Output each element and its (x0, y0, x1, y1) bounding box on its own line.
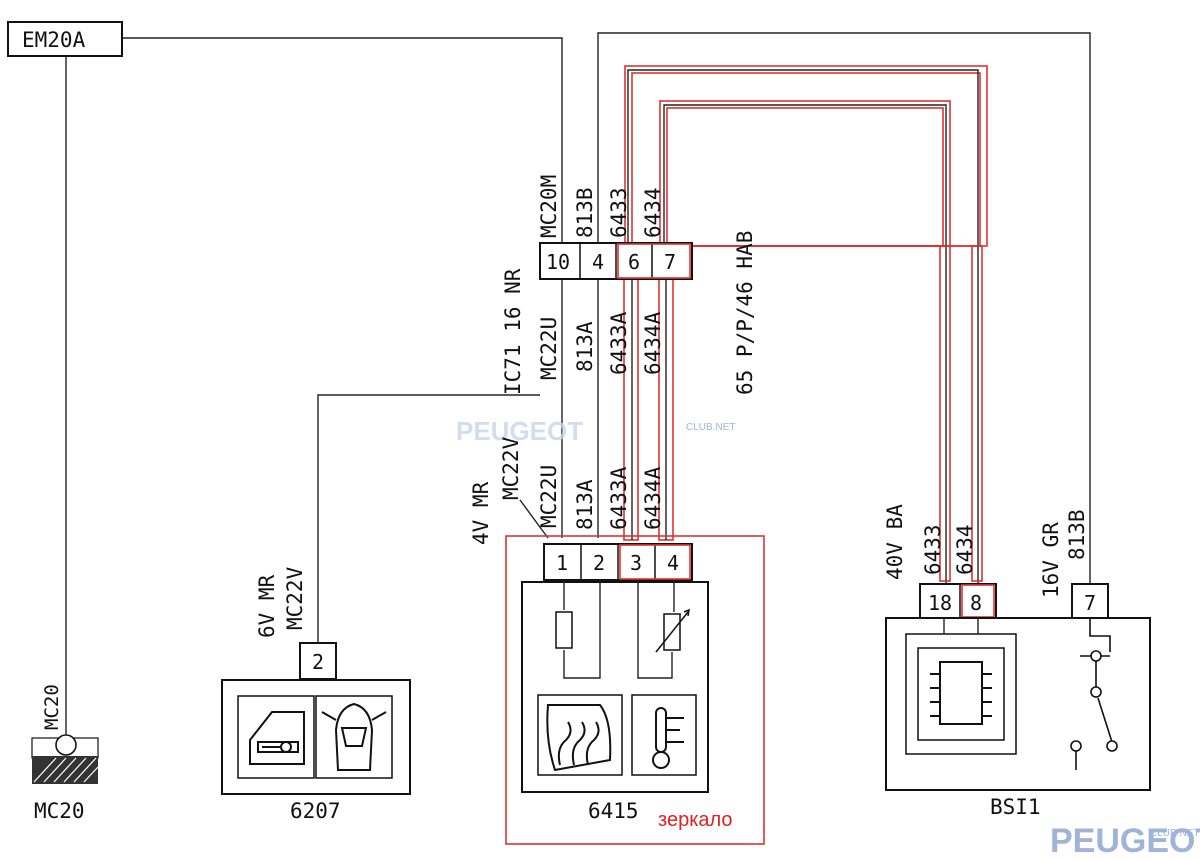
em20a-label: EM20A (22, 28, 86, 52)
label-mc20m: MC20M (537, 175, 561, 238)
ic71-pin-6: 6 (628, 250, 640, 274)
pin-6415-3: 3 (630, 551, 642, 575)
ground-label: MC20 (34, 799, 85, 823)
watermark-center: PEUGEOT CLUB.NET (456, 416, 735, 446)
switch-icon (1070, 618, 1118, 770)
label-813a-mid: 813A (573, 321, 597, 372)
label-16v-gr: 16V GR (1039, 522, 1063, 598)
watermark-corner: PEUGEOT CLUB.NET (1050, 822, 1200, 860)
pin-6415-1: 1 (556, 551, 568, 575)
chip-icon (930, 661, 992, 725)
pin-bsi-18: 18 (928, 591, 952, 615)
module-6415: 4V MR MC22V MC22U 813A 6433A 6434A 1 2 3… (469, 436, 765, 845)
label-40v-ba: 40V BA (883, 504, 907, 580)
wire-mc22v (317, 394, 540, 643)
ground-mc20: MC20 MC20 (31, 684, 99, 823)
module-6207: 6V MR MC22V 2 6207 (221, 566, 411, 823)
ic71-pin-7: 7 (664, 250, 676, 274)
module-bsi1-name: BSI1 (990, 795, 1041, 819)
red-bundle (623, 65, 988, 585)
pin-6415-2: 2 (593, 551, 605, 575)
watermark-center-text: PEUGEOT (456, 416, 583, 446)
pin-6207-2: 2 (312, 650, 324, 674)
label-6434: 6434 (641, 187, 665, 238)
label-4v-mr: 4V MR (469, 481, 493, 545)
label-6434a-6415: 6434A (641, 466, 665, 530)
wire-mc22v-diag (519, 499, 549, 539)
label-6433a-6415: 6433A (607, 466, 631, 530)
watermark-corner-text: PEUGEOT (1050, 822, 1200, 860)
label-6434-bsi: 6434 (953, 524, 977, 575)
label-813a-6415: 813A (573, 479, 597, 530)
label-mc22u-mid: MC22U (537, 317, 561, 380)
label-65pp: 65 P/P/46 HAB (733, 231, 757, 395)
label-6433: 6433 (607, 187, 631, 238)
mid-labels: MC22U 813A 6433A 6434A (537, 311, 665, 380)
pin-bsi-8: 8 (970, 591, 982, 615)
module-6207-name: 6207 (290, 799, 341, 823)
ic71-pin-4: 4 (592, 250, 604, 274)
door-lock-icon (249, 711, 305, 765)
em20a-connector: EM20A (7, 21, 123, 57)
label-mc22u-6415: MC22U (537, 465, 561, 528)
label-6434a-mid: 6434A (641, 311, 665, 375)
annotation-mirror: зеркало (658, 809, 733, 831)
watermark-center-small: CLUB.NET (686, 422, 735, 433)
thermometer-icon (652, 707, 684, 769)
label-mc22v-6207: MC22V (283, 566, 307, 630)
label-ic71: IC71 16 NR (501, 268, 525, 395)
wire-em20a (122, 37, 563, 242)
resistor-icon (555, 611, 573, 649)
mirror-heater-icon (546, 704, 612, 772)
ic71-pin-10: 10 (546, 250, 570, 274)
pin-bsi-7: 7 (1084, 591, 1096, 615)
wires (65, 32, 1091, 738)
header-labels: MC20M 813B 6433 6434 IC71 16 NR 65 P/P/4… (501, 175, 757, 395)
label-813b: 813B (573, 187, 597, 238)
watermark-corner-small: CLUB.NET (1150, 828, 1199, 839)
pin-6415-4: 4 (667, 551, 679, 575)
module-bsi1: 40V BA 6433 6434 16V GR 813B 18 8 7 (883, 504, 1151, 819)
label-6v-mr: 6V MR (255, 574, 279, 638)
ground-label-vertical: MC20 (41, 684, 63, 730)
ic71-connector: 10 4 6 7 (539, 242, 693, 280)
label-813b-bsi: 813B (1065, 509, 1089, 560)
car-top-icon (321, 702, 387, 771)
wire-813b (597, 32, 1091, 585)
label-mc22v-6415: MC22V (499, 436, 523, 500)
label-6433a-mid: 6433A (607, 311, 631, 375)
label-6433-bsi: 6433 (921, 524, 945, 575)
module-6415-name: 6415 (588, 799, 639, 823)
